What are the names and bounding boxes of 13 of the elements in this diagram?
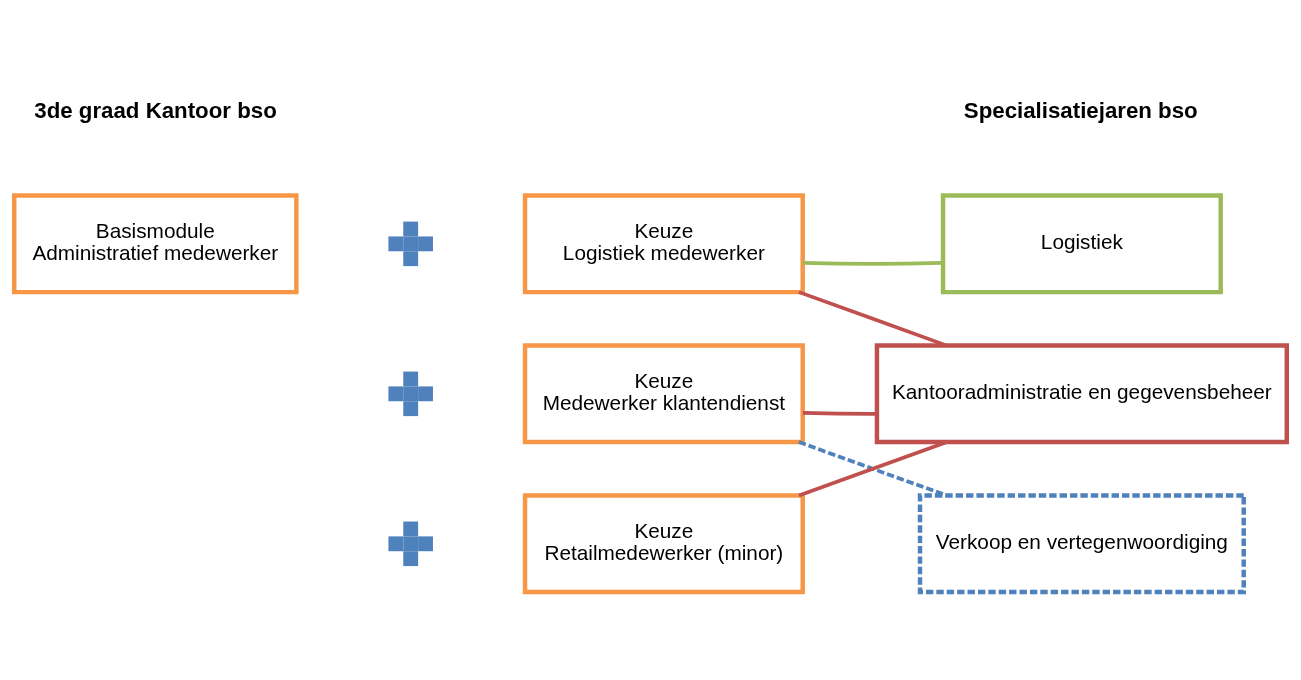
node-box: Keuze Medewerker klantendienst [522,343,805,445]
connector [802,410,877,416]
node-box: Keuze Retailmedewerker (minor) [522,493,805,595]
node-box: Keuze Logistiek medewerker [522,193,805,295]
connector [802,261,943,266]
connector [798,290,947,348]
label: 3de graad Kantoor bso [34,98,277,124]
node-box: Basismodule Administratief medewerker [12,193,299,295]
node-box: Kantooradministratie en gegevensbeheer [874,343,1289,445]
node-box: Verkoop en vertegenwoordiging [917,493,1246,595]
node-box: Logistiek [940,193,1223,295]
connector [798,440,947,498]
label: Specialisatiejaren bso [963,98,1198,124]
